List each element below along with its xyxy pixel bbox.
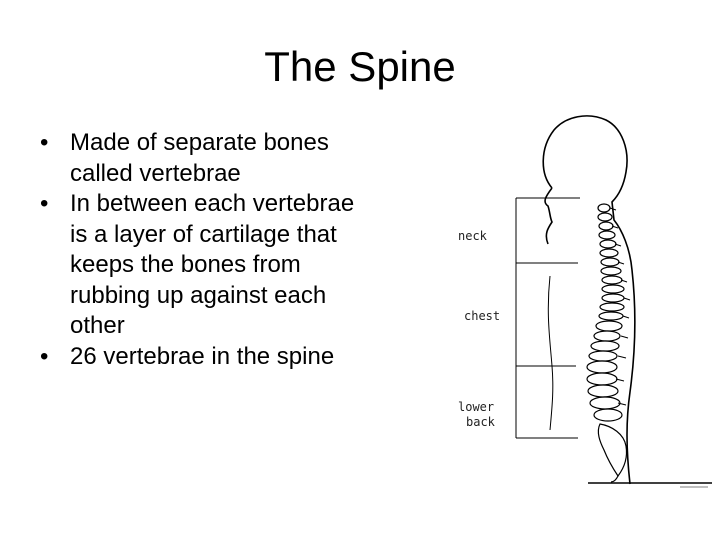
spinous-processes <box>609 207 631 406</box>
vertebra <box>601 275 623 285</box>
vertebra <box>586 372 618 386</box>
vertebra <box>601 284 625 294</box>
label-chest: chest <box>464 309 500 323</box>
sacrum <box>597 423 628 478</box>
bullet-text: 26 vertebrae in the spine <box>70 342 335 370</box>
vertebra <box>593 330 621 342</box>
bullet-item: • In between each vertebrae is a layer o… <box>40 189 360 342</box>
vertebra <box>597 212 613 222</box>
vertebra <box>593 408 623 422</box>
vertebra <box>597 203 611 213</box>
vertebra <box>588 350 618 362</box>
vertebra <box>599 239 617 249</box>
bullet-icon: • <box>40 129 49 156</box>
bullet-item: • 26 vertebrae in the spine <box>40 342 360 373</box>
vertebra <box>587 384 619 398</box>
vertebra <box>600 266 622 276</box>
bullet-icon: • <box>40 342 49 370</box>
vertebra <box>598 221 614 231</box>
vertebra <box>599 302 625 312</box>
vertebra <box>601 293 625 303</box>
vertebra <box>600 257 620 267</box>
bullet-text: In between each vertebrae is a layer of … <box>70 190 355 339</box>
spine-illustration: neck chest lower back <box>458 115 712 488</box>
label-lower-line1: lower <box>458 400 494 414</box>
spine-diagram: neck chest lower back <box>440 108 715 493</box>
slide-title: The Spine <box>264 43 456 90</box>
bullet-icon: • <box>40 190 49 217</box>
bullet-list: • Made of separate bones called vertebra… <box>40 128 360 372</box>
spine-column <box>586 203 628 483</box>
vertebra <box>599 248 619 258</box>
vertebra <box>595 320 623 332</box>
label-lower-line2: back <box>466 415 496 429</box>
label-neck: neck <box>458 229 488 243</box>
arm-outline <box>547 275 554 431</box>
vertebra <box>598 311 624 321</box>
vertebra <box>590 340 620 352</box>
coccyx <box>610 475 619 483</box>
vertebra <box>586 360 618 374</box>
vertebra <box>589 396 621 410</box>
process-line <box>609 207 631 406</box>
bullet-text: Made of separate bones called vertebrae <box>70 129 329 187</box>
bullet-item: • Made of separate bones called vertebra… <box>40 128 360 189</box>
vertebra <box>598 230 616 240</box>
